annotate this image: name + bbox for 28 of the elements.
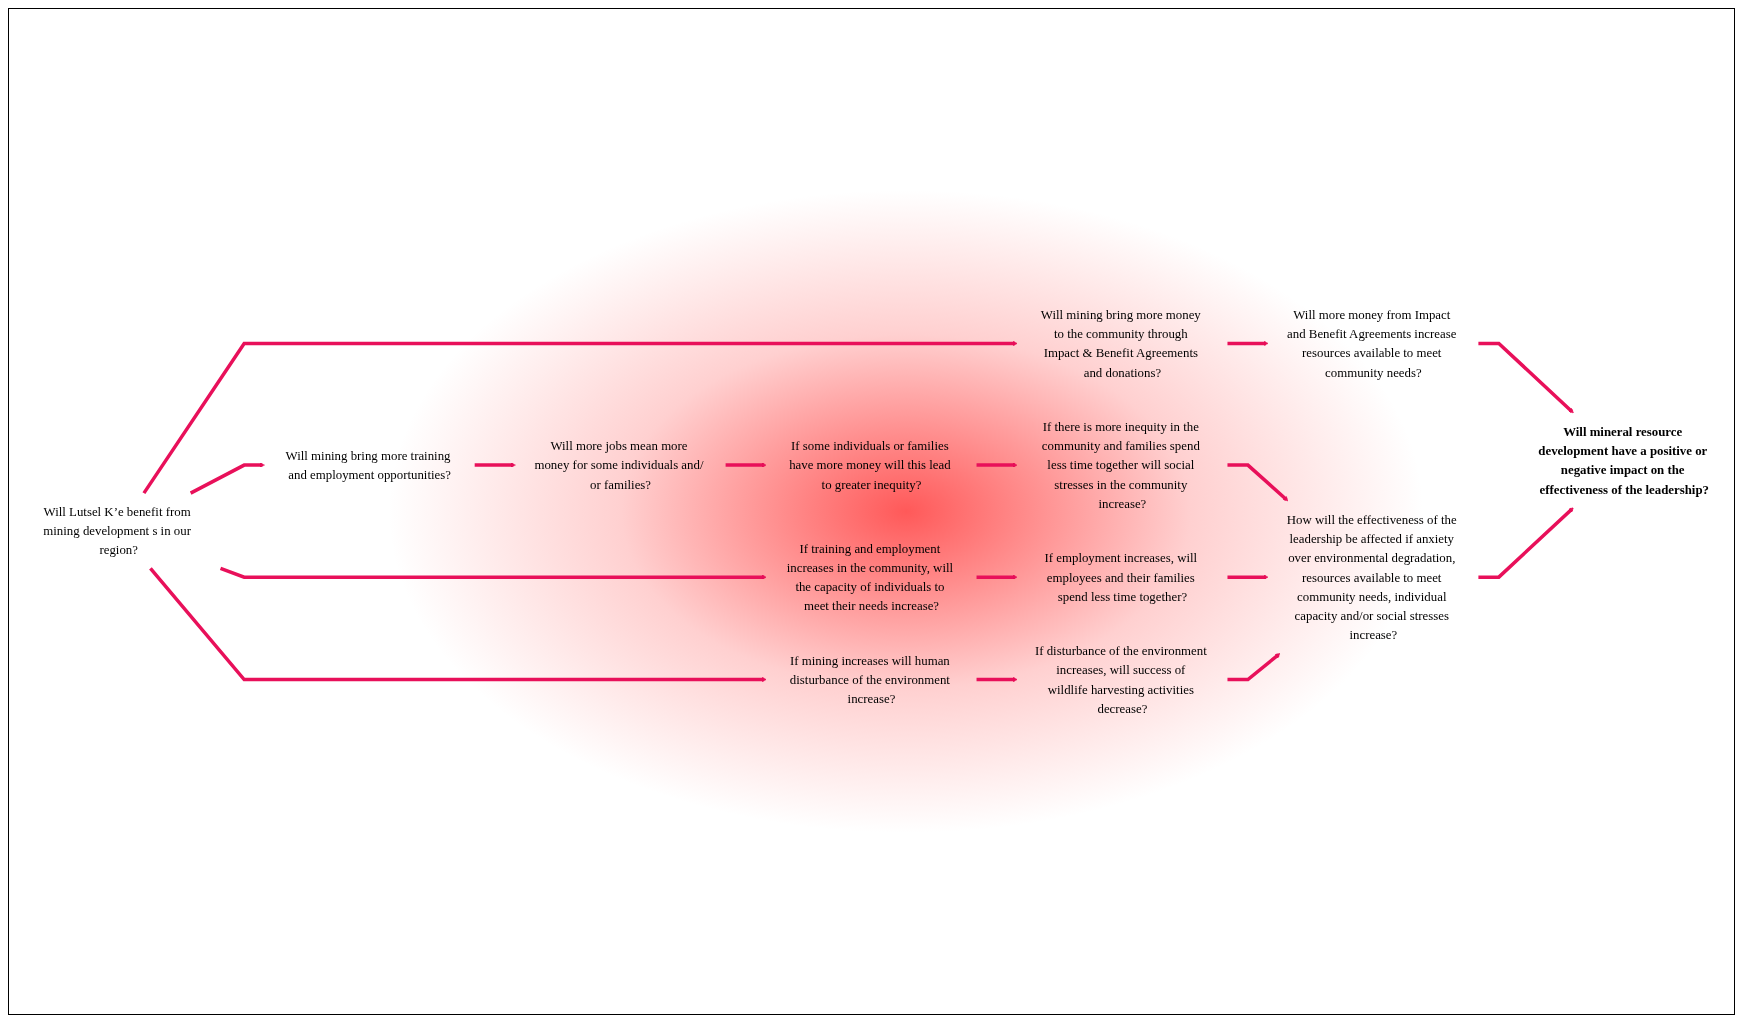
arrow [1227, 340, 1269, 346]
arrow [1478, 507, 1574, 579]
node-text: If some individuals or families have more money will this lead to greater inequity? [789, 438, 951, 492]
arrow [219, 566, 767, 580]
arrow [976, 462, 1018, 468]
arrow [1478, 341, 1574, 414]
node-text: Will mining bring more money to the community through Impact & Benefit Agreements and donations? [1040, 307, 1201, 380]
arrow [149, 567, 767, 683]
arrow [1227, 463, 1289, 502]
node-text: Will mineral resource development have a positive or negative impact on the effectiveness of the leadership? [1538, 424, 1709, 497]
arrow [1227, 574, 1269, 580]
arrow [725, 462, 767, 468]
node-text: Will more jobs mean more money for some individuals and/ or families? [534, 438, 704, 492]
node-text: If there is more inequity in the community and families spend less time together will social stresses in the community increase? [1041, 419, 1200, 511]
node-text: Will mining bring more training and employment opportunities? [285, 448, 451, 483]
node-text: Will more money from Impact and Benefit Agreements increase resources available to meet community needs? [1287, 307, 1457, 380]
node-text: If employment increases, will employees and their families spend less time together? [1044, 550, 1198, 604]
node-text: If disturbance of the environment increases, will success of wildlife harvesting activities decrease? [1034, 643, 1207, 716]
arrow [976, 677, 1018, 683]
arrow [189, 462, 265, 495]
node-text: Will Lutsel K’e benefit from mining development s in our region? [43, 504, 191, 558]
node-text: If mining increases will human disturbance of the environment increase? [789, 653, 950, 707]
arrow [142, 340, 1018, 495]
node-text: If training and employment increases in the community, will the capacity of individuals to meet their needs increase? [786, 540, 954, 614]
node-text: How will the effectiveness of the leadership be affected if anxiety over environmental degradation, resources available to meet community needs, individual capacity and/or social stresses increase? [1286, 512, 1457, 643]
arrow [474, 462, 516, 468]
arrow [976, 574, 1018, 580]
arrow [1227, 653, 1281, 682]
